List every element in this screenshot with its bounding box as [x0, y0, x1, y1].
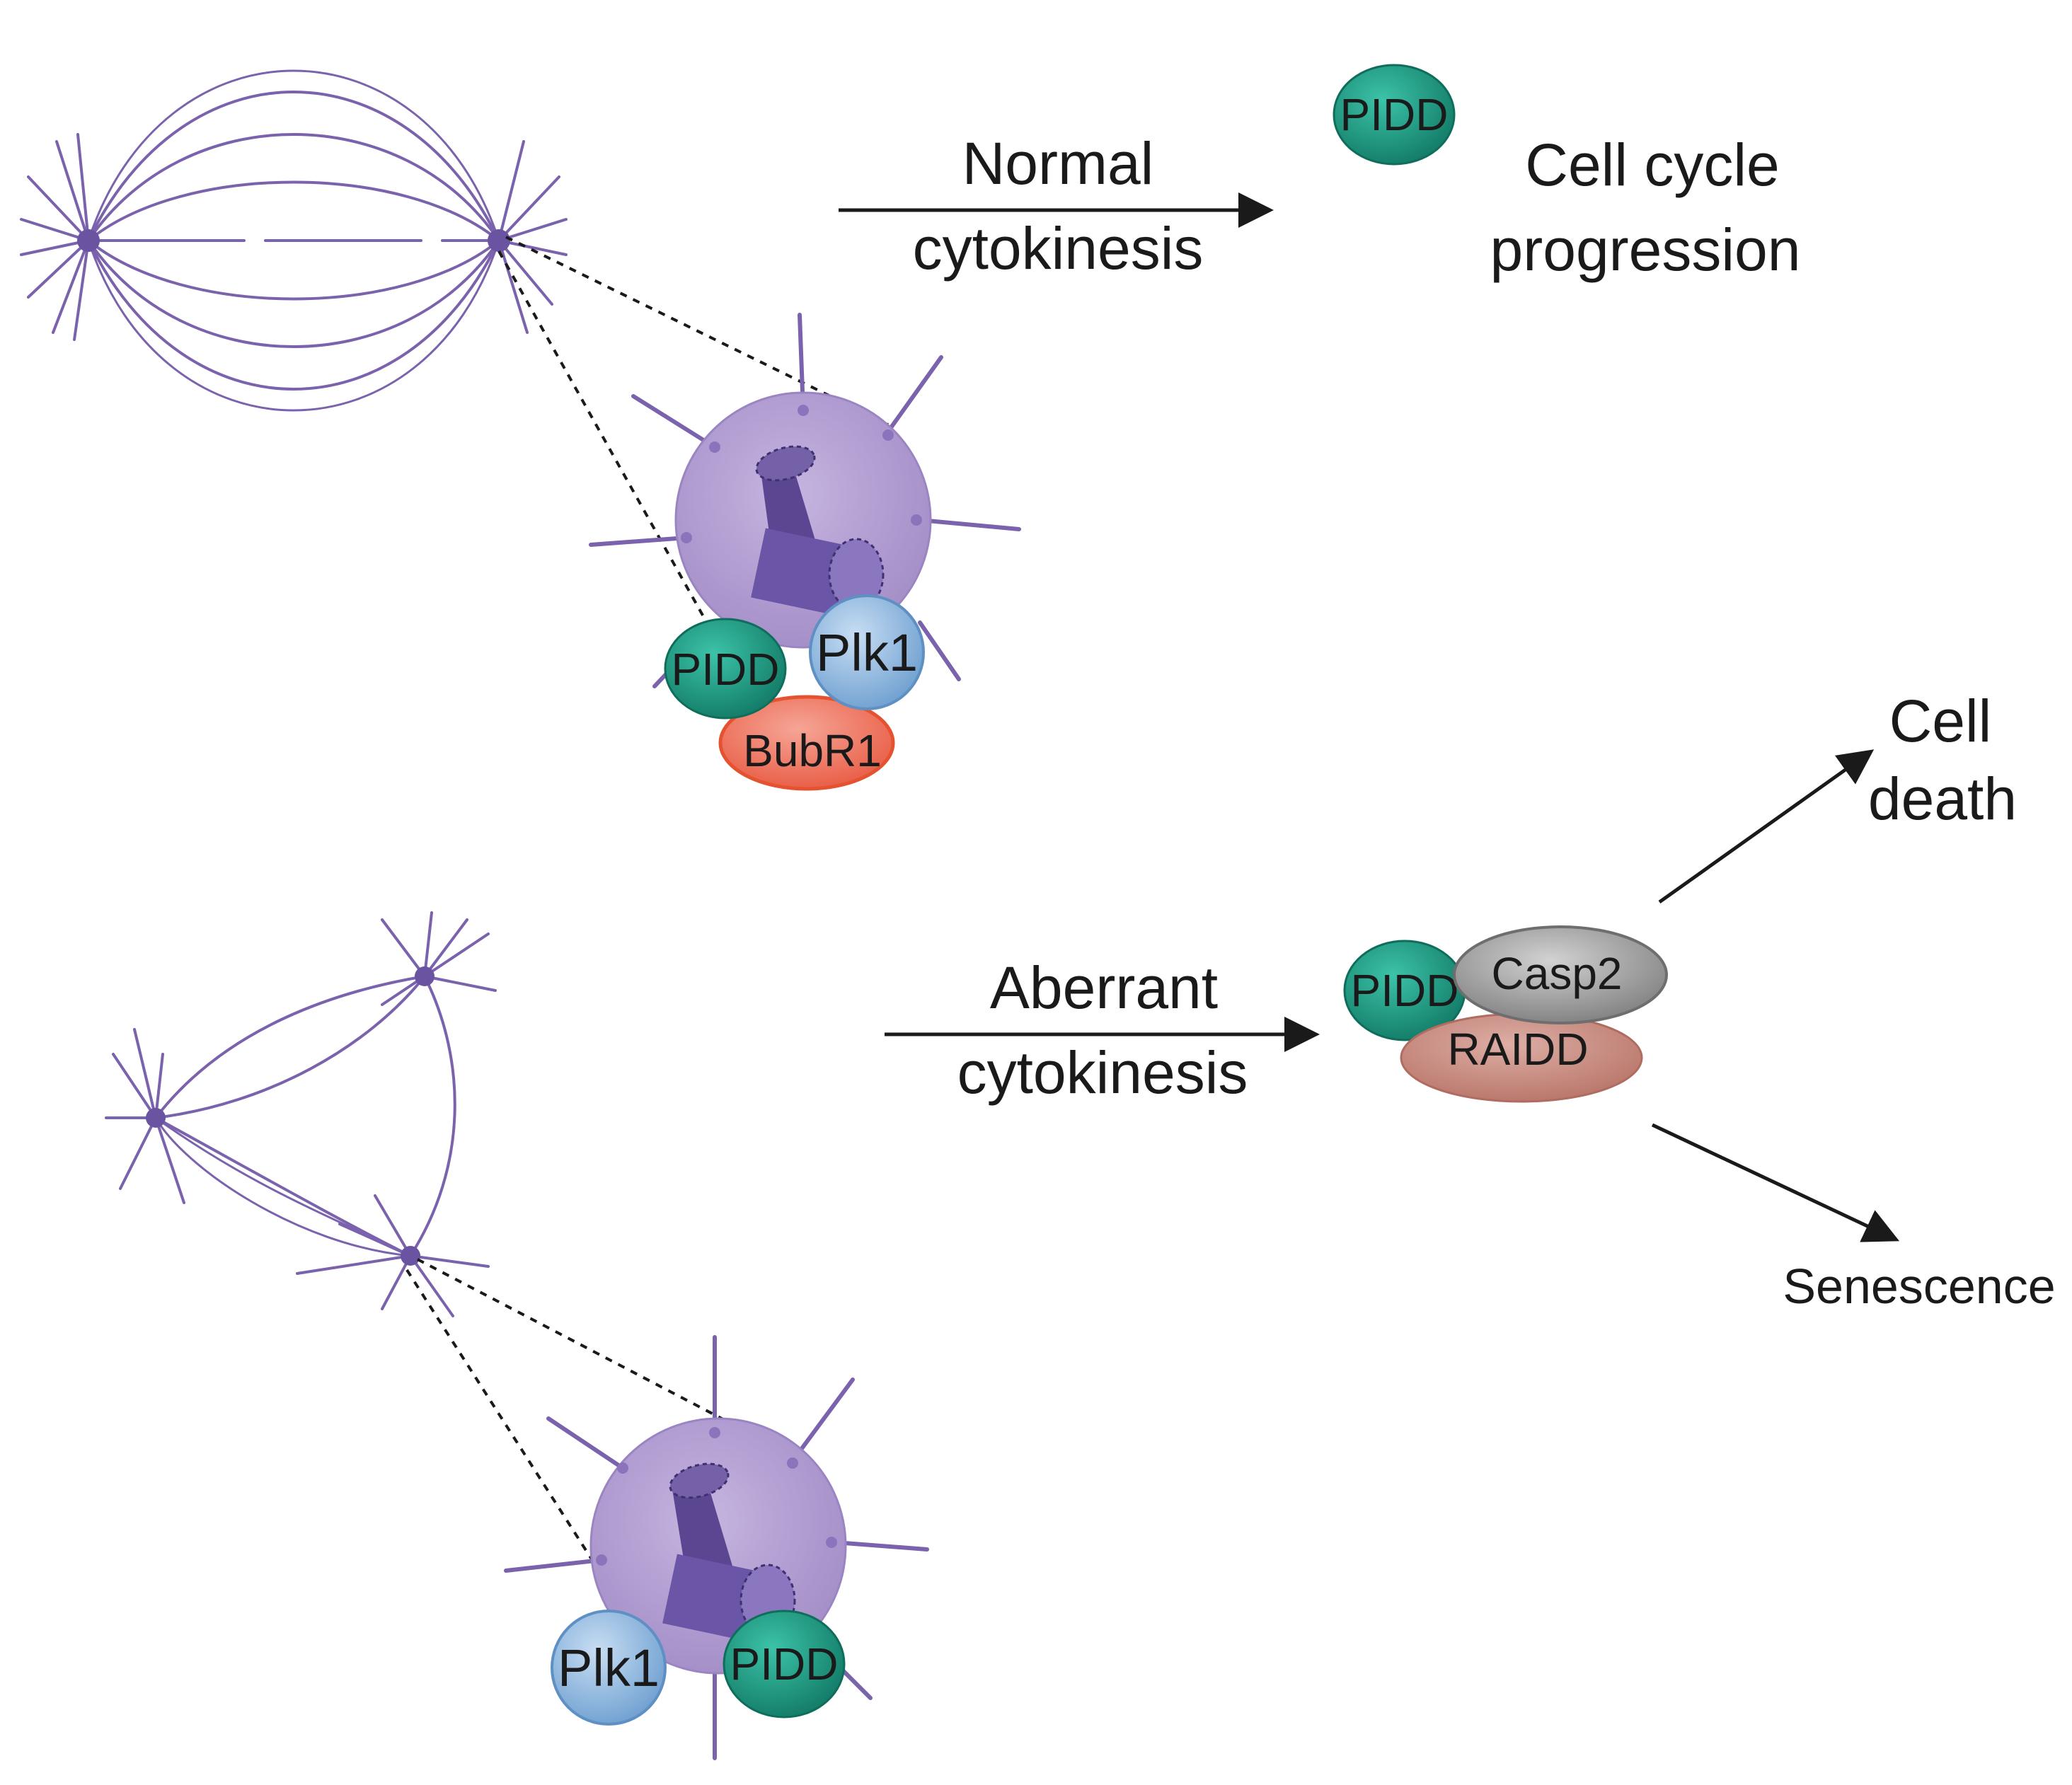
casp2-label: Casp2 — [1492, 948, 1623, 999]
bubr1-protein — [718, 695, 895, 791]
bipolar-spindle — [20, 69, 568, 412]
cell-death-arrow — [1658, 749, 1875, 904]
death-label-line1: Cell — [1889, 688, 1992, 754]
plk1-protein-top — [809, 594, 925, 710]
spindle-pole-right — [488, 229, 510, 252]
pidd-label-complex: PIDD — [1351, 965, 1459, 1016]
normal-label-line2: cytokinesis — [913, 215, 1204, 282]
senescence-arrow — [1651, 1123, 1900, 1242]
centriole-pair-top — [751, 445, 885, 619]
progression-label-line2: progression — [1490, 216, 1801, 283]
pidd-label-top: PIDD — [672, 644, 780, 695]
casp2-protein — [1453, 925, 1668, 1024]
raidd-label: RAIDD — [1447, 1024, 1588, 1075]
pidd-label-bottom: PIDD — [730, 1639, 839, 1689]
multipolar-pole-3 — [401, 1246, 420, 1266]
multipolar-spindle — [105, 911, 497, 1317]
progression-label-line1: Cell cycle — [1525, 132, 1779, 198]
multipolar-pole-2 — [415, 966, 434, 986]
death-label-line2: death — [1868, 766, 2017, 832]
protein-complex-bottom: Plk1 PIDD — [551, 1610, 846, 1726]
normal-label-line1: Normal — [962, 130, 1154, 197]
centrosome-top — [589, 313, 1021, 688]
pidd-label-free: PIDD — [1340, 89, 1449, 140]
senescence-label: Senescence — [1783, 1259, 2055, 1314]
pidd-protein-top — [664, 618, 787, 720]
spindle-pole-left — [77, 229, 100, 252]
pidd-protein-bottom — [723, 1610, 846, 1718]
bubr1-label: BubR1 — [743, 725, 882, 776]
protein-complex-top: BubR1 PIDD Plk1 — [664, 594, 925, 791]
aberrant-label-line1: Aberrant — [990, 954, 1218, 1021]
aberrant-label-line2: cytokinesis — [957, 1039, 1248, 1106]
plk1-protein-bottom — [551, 1610, 667, 1726]
plk1-label-top: Plk1 — [816, 623, 918, 682]
multipolar-pole-1 — [146, 1108, 166, 1128]
plk1-label-bottom: Plk1 — [558, 1639, 660, 1697]
zoom-lines-top — [497, 236, 889, 637]
piddosome-complex: PIDD RAIDD Casp2 — [1343, 925, 1668, 1103]
pidd-protein-free — [1333, 64, 1456, 166]
